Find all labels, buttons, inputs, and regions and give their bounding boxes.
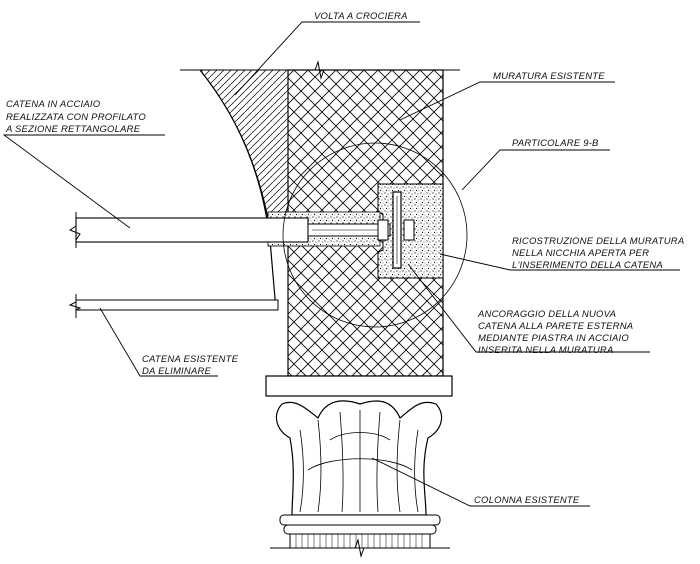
label-muratura-esistente: MURATURA ESISTENTE xyxy=(493,71,605,82)
astragal-ring xyxy=(279,514,441,526)
label-ancoraggio-1: ANCORAGGIO DELLA NUOVA xyxy=(477,309,616,320)
label-ricostruzione-2: NELLA NICCHIA APERTA PER xyxy=(512,248,649,259)
label-catena-acciaio-1: CATENA IN ACCIAIO xyxy=(6,99,101,110)
detail-circle xyxy=(282,142,468,328)
label-volta-a-crociera: VOLTA A CROCIERA xyxy=(314,11,408,22)
new-steel-tie xyxy=(75,217,309,243)
label-catena-acciaio-2: REALIZZATA CON PROFILATO xyxy=(6,112,146,123)
leader-muratura xyxy=(399,81,615,121)
label-catena-esistente-1: CATENA ESISTENTE xyxy=(142,354,239,365)
leader-catena xyxy=(2,134,165,229)
leader-ancoraggio xyxy=(407,263,650,353)
existing-tie xyxy=(75,299,279,311)
column-shaft xyxy=(289,533,431,549)
anchor-nut-2 xyxy=(403,219,415,241)
label-ricostruzione-3: L'INSERIMENTO DELLA CATENA xyxy=(512,260,663,271)
label-catena-acciaio-3: A SEZIONE RETTANGOLARE xyxy=(5,124,141,135)
leader-ricostruzione xyxy=(439,253,680,271)
astragal-ring-2 xyxy=(283,524,437,535)
capital-abacus xyxy=(265,375,453,397)
label-colonna-esistente: COLONNA ESISTENTE xyxy=(474,495,580,506)
leader-esistente xyxy=(99,307,218,377)
existing-tie-break xyxy=(68,294,82,318)
label-ancoraggio-2: CATENA ALLA PARETE ESTERNA xyxy=(478,321,633,332)
leader-volta xyxy=(234,21,420,96)
label-ricostruzione-1: RICOSTRUZIONE DELLA MURATURA xyxy=(512,236,684,247)
capital-body xyxy=(275,400,443,516)
label-ancoraggio-4: INSERITA NELLA MURATURA xyxy=(478,345,614,356)
new-tie-break xyxy=(68,212,81,248)
anchor-nut xyxy=(377,219,389,241)
leader-particolare xyxy=(461,149,610,191)
label-particolare: PARTICOLARE 9-B xyxy=(512,138,599,149)
bottom-break-line xyxy=(270,538,450,558)
label-catena-esistente-2: DA ELIMINARE xyxy=(142,366,212,377)
leader-colonna xyxy=(371,457,590,507)
label-ancoraggio-3: MEDIANTE PIASTRA IN ACCIAIO xyxy=(478,333,629,344)
